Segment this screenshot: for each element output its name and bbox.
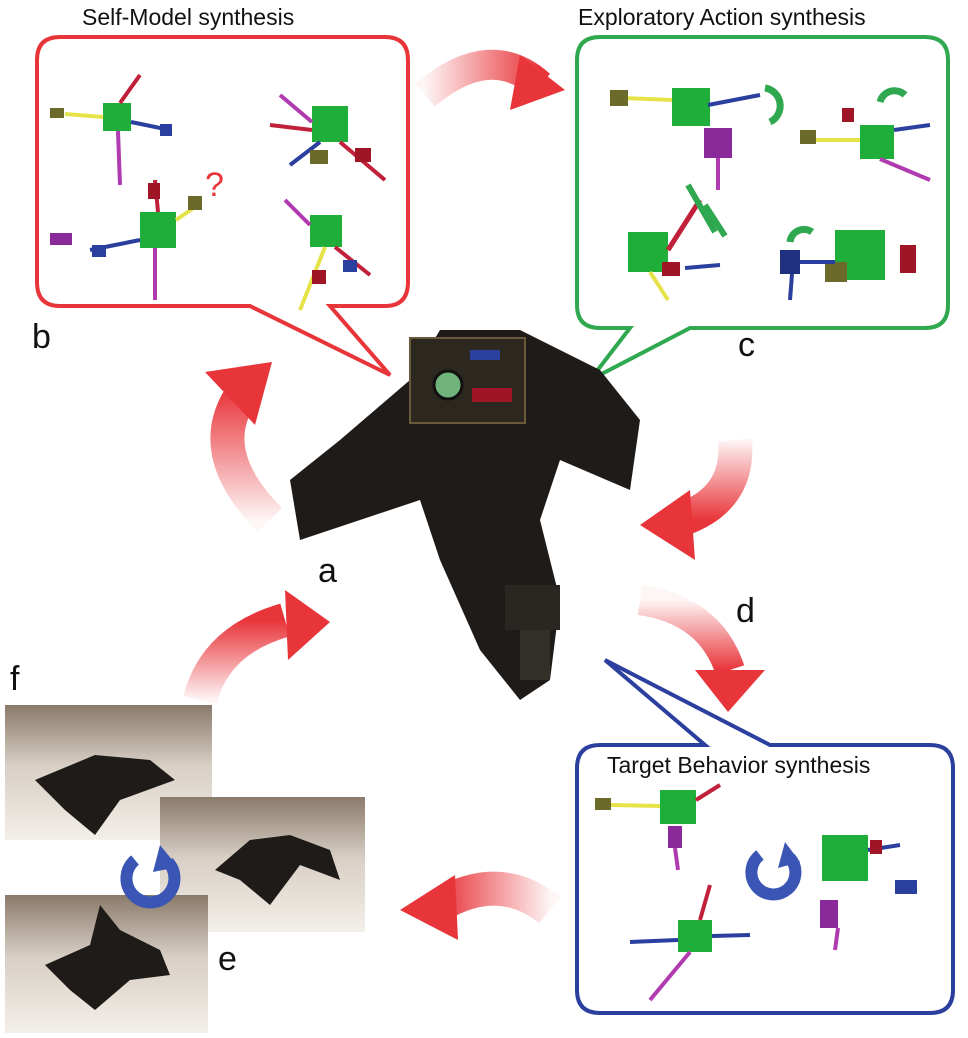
self-model-candidate-1 xyxy=(50,73,172,186)
cycle-arrow-left-up xyxy=(205,362,283,533)
rotation-icon-photos xyxy=(120,845,181,909)
cycle-arrow-top xyxy=(415,49,565,110)
target-behavior-synthesis-title: Target Behavior synthesis xyxy=(607,752,871,778)
label-a: a xyxy=(318,552,337,590)
label-e: e xyxy=(218,940,237,978)
cycle-arrow-left-in xyxy=(183,590,330,705)
target-behavior-bubble xyxy=(575,658,955,1015)
label-b: b xyxy=(32,318,51,356)
exploratory-action-synthesis-title: Exploratory Action synthesis xyxy=(578,4,866,30)
cycle-arrow-right-in xyxy=(640,438,753,560)
label-d: d xyxy=(736,592,755,630)
self-model-synthesis-title: Self-Model synthesis xyxy=(82,4,295,30)
label-f: f xyxy=(10,660,20,698)
rotation-icon-target xyxy=(745,842,802,901)
photo-frame-bottom xyxy=(5,895,208,1033)
self-model-candidate-4 xyxy=(283,198,372,311)
target-pose-2 xyxy=(820,835,917,951)
exploratory-pose-2 xyxy=(800,87,931,182)
cycle-arrow-right-down xyxy=(637,585,765,712)
question-mark: ? xyxy=(205,166,224,204)
exploratory-pose-4 xyxy=(780,225,916,301)
exploratory-pose-1 xyxy=(610,84,784,190)
label-c: c xyxy=(738,326,755,364)
photo-frame-top xyxy=(5,705,212,840)
self-model-bubble xyxy=(35,35,410,377)
self-model-candidate-2 xyxy=(50,179,202,300)
cycle-arrow-bottom-left xyxy=(400,871,561,940)
exploratory-pose-3 xyxy=(628,183,728,302)
self-model-candidate-3 xyxy=(269,93,387,182)
target-pose-1 xyxy=(595,783,722,871)
central-robot-photo xyxy=(290,330,640,700)
exploratory-action-bubble xyxy=(575,35,950,382)
target-pose-3 xyxy=(629,884,751,1002)
